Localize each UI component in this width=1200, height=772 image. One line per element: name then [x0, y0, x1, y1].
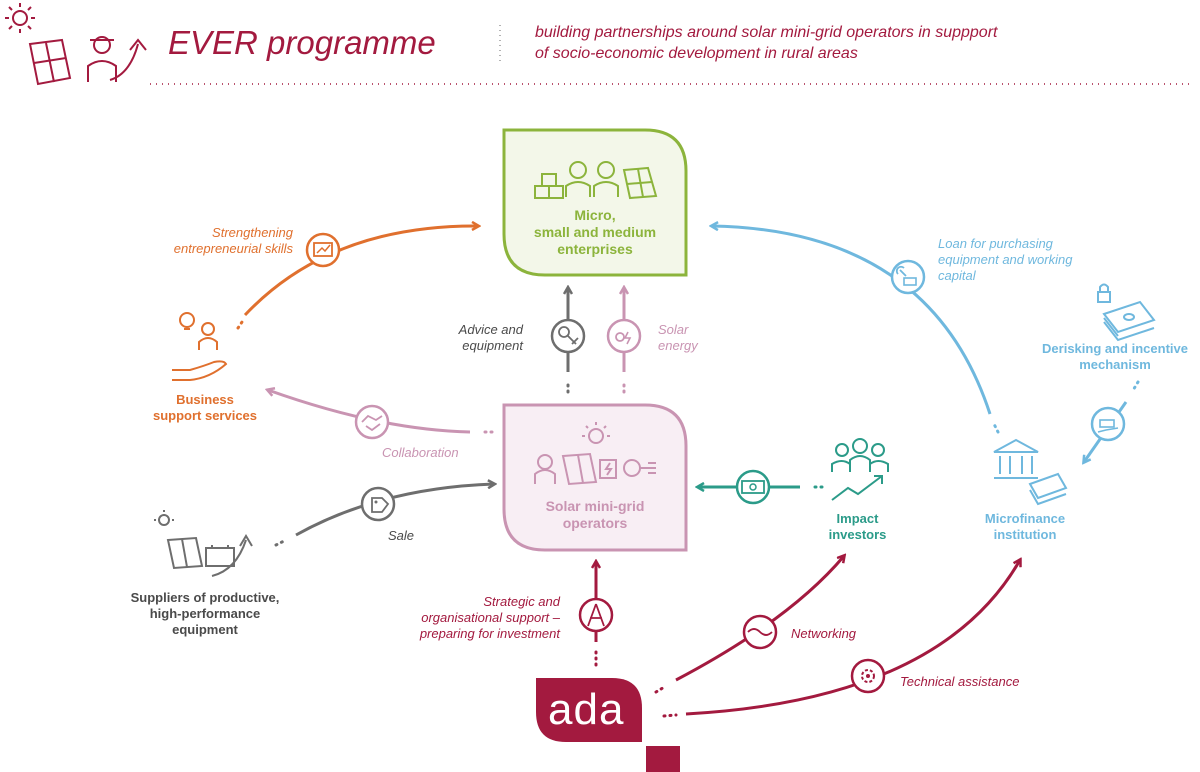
- business-support-icon: [172, 312, 228, 381]
- flow-loan: [712, 226, 1000, 434]
- flow-collaboration: [268, 390, 494, 440]
- flow-label-collaboration: Collaboration: [382, 445, 459, 460]
- derisking-icon: [1097, 283, 1156, 342]
- sme-label: Micro, small and medium enterprises: [533, 207, 657, 257]
- ada-logo-text: ada: [548, 685, 625, 734]
- flow-label-strategic: Strategic and organisational support – p…: [419, 594, 560, 641]
- microfinance-icon: [993, 438, 1068, 506]
- impact-investors-label: Impact investors: [828, 511, 887, 542]
- flow-solar-energy: [606, 288, 642, 394]
- impact-investors-icon: [831, 438, 889, 501]
- flow-label-sale: Sale: [388, 528, 415, 543]
- suppliers-icon: [154, 510, 253, 577]
- flow-label-networking: Networking: [791, 626, 857, 641]
- suppliers-label: Suppliers of productive, high-performanc…: [130, 590, 280, 637]
- header-logo-icon: [5, 3, 147, 86]
- sme-box: [502, 128, 688, 277]
- flow-entrepreneurial: [236, 226, 478, 330]
- page-subtitle: building partnerships around solar mini-…: [535, 24, 998, 62]
- flow-label-technical: Technical assistance: [900, 674, 1020, 689]
- flow-networking: [654, 556, 844, 694]
- microfinance-label: Microfinance institution: [984, 511, 1066, 542]
- flow-sale: [274, 484, 494, 547]
- sme-icons: [534, 161, 658, 200]
- flow-label-solar: Solar energy: [658, 322, 698, 353]
- flow-label-entrepreneurial: Strengthening entrepreneurial skills: [173, 225, 293, 256]
- flow-label-loan: Loan for purchasing equipment and workin…: [938, 236, 1073, 283]
- ada-logo: [536, 678, 680, 772]
- flow-technical: [662, 560, 1020, 718]
- flow-derisking: [1084, 380, 1140, 462]
- flow-label-advice: Advice and equipment: [458, 322, 523, 353]
- flow-investment: [698, 469, 824, 505]
- flow-advice: [550, 288, 586, 394]
- operators-label: Solar mini-grid operators: [545, 498, 645, 531]
- business-support-label: Business support services: [152, 392, 258, 423]
- page-title: EVER programme: [168, 24, 436, 61]
- flow-strategic: [578, 562, 614, 667]
- derisking-label: Derisking and incentive mechanism: [1042, 341, 1188, 372]
- operators-icons: [534, 422, 656, 486]
